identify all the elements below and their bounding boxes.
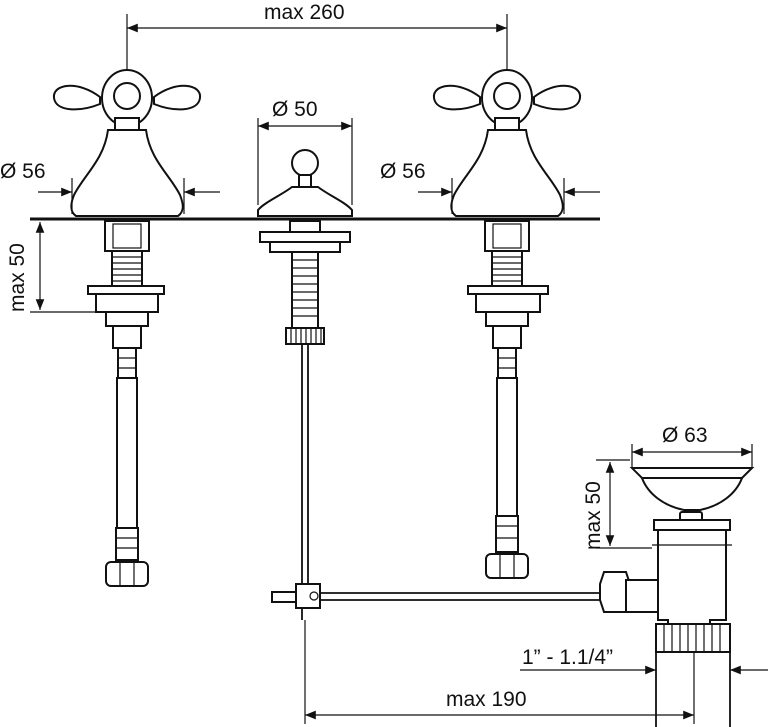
dimension-spout-diameter: Ø 50 [257,98,353,205]
dimension-max-thickness: max 50 [6,222,96,313]
dimension-right-handle-diameter: Ø 56 [380,160,600,214]
dim-label-spout-diameter: Ø 50 [272,98,318,121]
dimension-max-260: max 260 [126,1,508,70]
dim-label-max-thickness: max 50 [6,243,29,312]
dim-label-max-190: max 190 [446,688,527,711]
dim-label-max-260: max 260 [264,1,345,24]
dim-label-right-handle-diameter: Ø 56 [380,160,426,183]
center-spout [257,149,353,620]
dimension-waste-diameter: Ø 63 [631,424,753,468]
left-tap [52,69,202,587]
lift-rod [271,583,604,609]
dimension-max-190: max 190 [304,620,695,724]
dimension-thread: 1” - 1.1/4” [520,646,768,675]
right-tap [432,69,582,579]
dimension-left-handle-diameter: Ø 56 [0,160,220,214]
dim-label-waste-height: max 50 [582,481,605,550]
dimension-waste-height: max 50 [582,459,652,550]
pop-up-waste [599,467,755,727]
dim-label-left-handle-diameter: Ø 56 [0,160,46,183]
dim-label-waste-diameter: Ø 63 [662,424,708,447]
dim-label-thread: 1” - 1.1/4” [522,646,613,669]
